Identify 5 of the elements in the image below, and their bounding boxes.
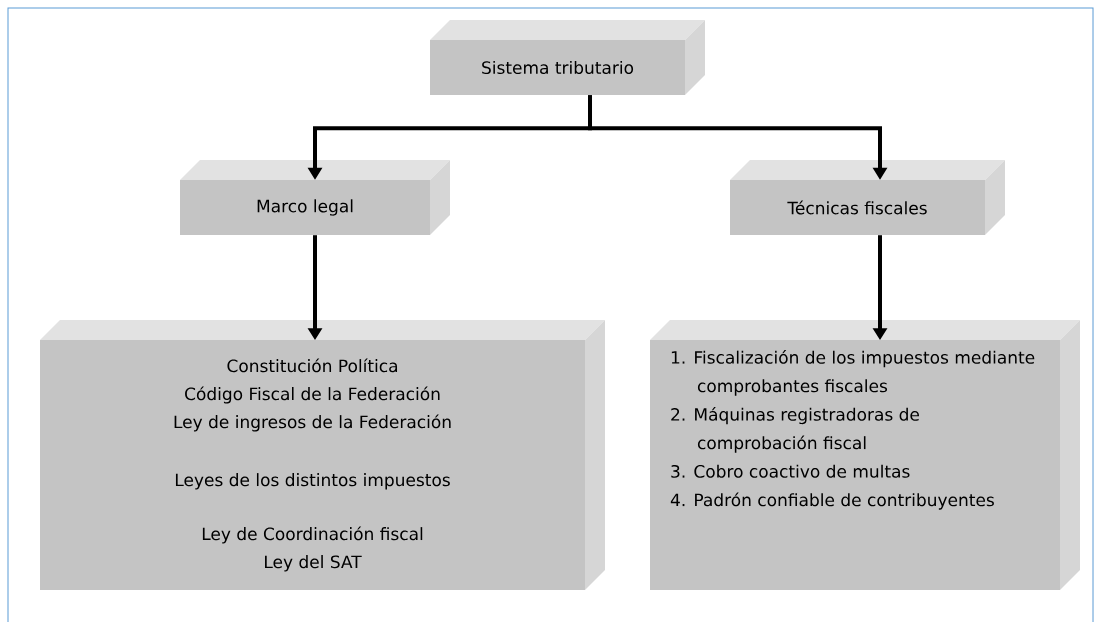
process-box: Constitución Política Código Fiscal de la Federación Ley de ingresos de la Federación Leyes de los distintos impuestos Ley de Coordinación fiscal Ley del SAT xyxy=(40,320,605,590)
process-box: 1. Fiscalización de los impuestos mediante comprobantes fiscales 2. Máquinas registradoras de comprobación fiscal 3. Cobro coactivo de multas 4. Padrón confiable de contribuyentes xyxy=(650,320,1080,590)
process-box: Técnicas fiscales xyxy=(730,160,1005,235)
process-box: Sistema tributario xyxy=(430,20,705,95)
process-box: Marco legal xyxy=(180,160,450,235)
